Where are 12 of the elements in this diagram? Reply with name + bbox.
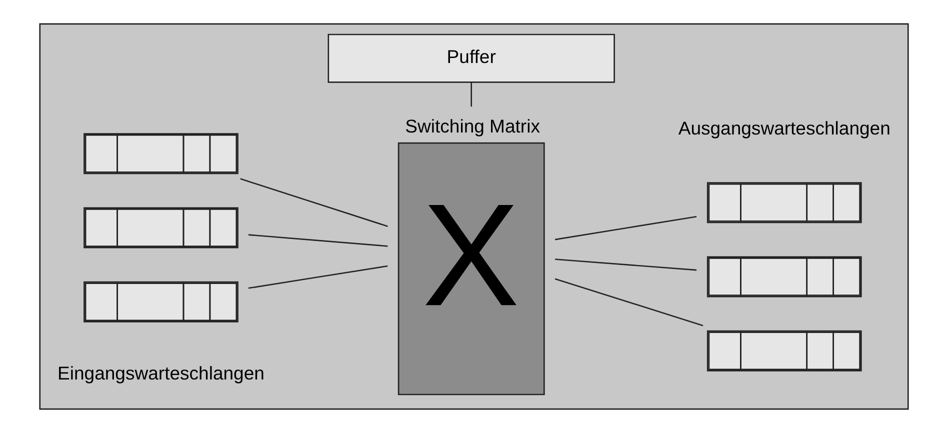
connector [248, 234, 388, 247]
connector [470, 82, 472, 107]
connector [240, 178, 388, 227]
connector [248, 265, 388, 289]
node-box: Puffer [327, 34, 614, 83]
label: Ausgangswarteschlangen [678, 118, 890, 139]
cluster [38, 23, 908, 410]
connector [554, 278, 703, 326]
node-label: Switching Matrix [404, 116, 540, 137]
connector [554, 258, 696, 271]
label: Eingangswarteschlangen [57, 362, 264, 384]
connector [554, 216, 696, 240]
